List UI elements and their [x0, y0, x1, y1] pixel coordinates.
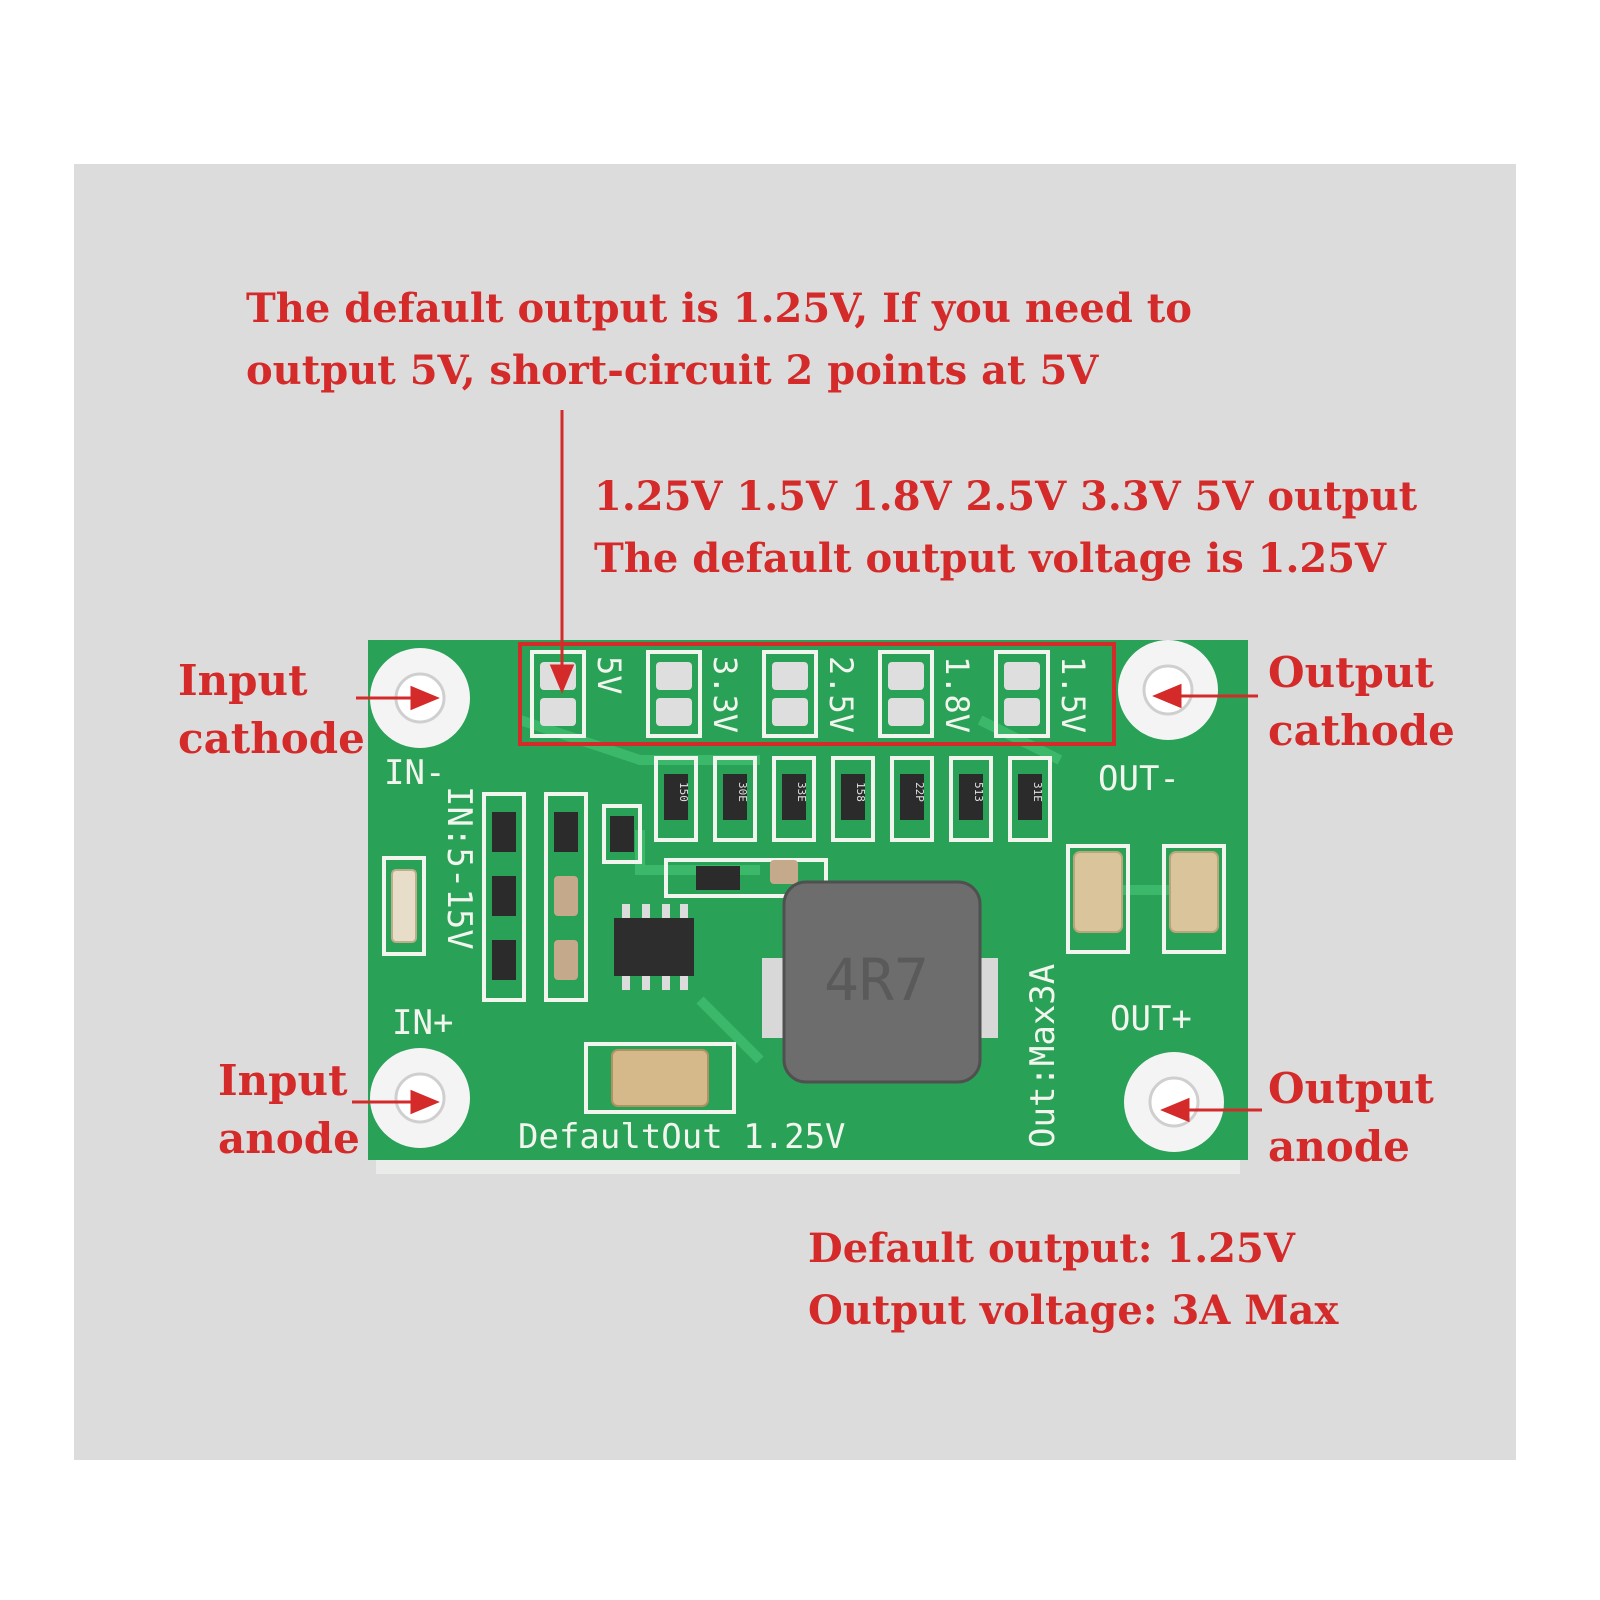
resistor: [664, 774, 688, 820]
arrow-input-anode-head: [410, 1089, 440, 1115]
ic-chip: [614, 904, 694, 990]
silk-max-current: Out:Max3A: [1023, 964, 1063, 1148]
resistor: [959, 774, 983, 820]
voltage-pad-label: 3.3V: [706, 656, 744, 733]
resistor-outline: [713, 756, 757, 842]
voltage-pad: [656, 698, 692, 726]
label-output-anode: Output anode: [1268, 1060, 1434, 1176]
resistor-outline: [890, 756, 934, 842]
label-line: Input: [218, 1056, 348, 1105]
arrow-5v-pad-head: [549, 664, 575, 694]
capacitor-small: [770, 860, 798, 884]
voltage-pad: [888, 698, 924, 726]
voltage-pad: [1004, 698, 1040, 726]
resistor-code: 158: [854, 782, 867, 802]
left-components: [382, 792, 642, 1002]
voltage-pad: [540, 698, 576, 726]
resistor-code: 33E: [795, 782, 808, 802]
resistor: [900, 774, 924, 820]
mounting-hole-out-plus: [1124, 1052, 1224, 1152]
pcb-board-edge: [376, 1160, 1240, 1174]
resistor-code: 31E: [1031, 782, 1044, 802]
voltage-pad: [888, 662, 924, 690]
voltage-pad-outline: [878, 650, 934, 738]
label-line: cathode: [178, 714, 365, 763]
input-capacitor: [584, 1042, 736, 1114]
resistor-code: 22P: [913, 782, 926, 802]
voltage-pad-label: 2.5V: [822, 656, 860, 733]
label-input-cathode: Input cathode: [178, 652, 365, 768]
resistor-row: 150 30E 33E 158 22P 513 31E: [654, 756, 1052, 842]
annotation-arrows: [352, 410, 1262, 1123]
resistor: [723, 774, 747, 820]
top-note-line: output 5V, short-circuit 2 points at 5V: [246, 347, 1099, 394]
label-output-cathode: Output cathode: [1268, 644, 1455, 760]
bottom-note-line: Output voltage: 3A Max: [808, 1287, 1339, 1334]
voltage-pad-outline: [646, 650, 702, 738]
label-line: Output: [1268, 648, 1434, 697]
silk-out-plus: OUT+: [1110, 999, 1192, 1039]
silk-default-out: DefaultOut 1.25V: [518, 1117, 846, 1157]
voltage-pad: [656, 662, 692, 690]
voltage-note: 1.25V 1.5V 1.8V 2.5V 3.3V 5V output The …: [594, 466, 1417, 590]
inductor: [762, 880, 998, 1084]
voltage-pad: [772, 662, 808, 690]
label-line: Output: [1268, 1064, 1434, 1113]
top-note-line: The default output is 1.25V, If you need…: [246, 285, 1192, 332]
silk-in-plus: IN+: [392, 1003, 453, 1043]
resistor-code: 150: [677, 782, 690, 802]
resistor-outline: [949, 756, 993, 842]
top-note: The default output is 1.25V, If you need…: [246, 278, 1192, 402]
output-capacitors: [1066, 844, 1226, 954]
resistor: [1018, 774, 1042, 820]
bottom-note-line: Default output: 1.25V: [808, 1225, 1295, 1272]
voltage-note-line: 1.25V 1.5V 1.8V 2.5V 3.3V 5V output: [594, 473, 1418, 520]
voltage-pad-label: 1.8V: [938, 656, 976, 733]
voltage-pad-outline: [994, 650, 1050, 738]
resistor-outline: [664, 858, 828, 898]
resistor-small: [696, 866, 740, 890]
resistor: [782, 774, 806, 820]
resistor-outline: [831, 756, 875, 842]
label-input-anode: Input anode: [218, 1052, 360, 1168]
label-line: Input: [178, 656, 308, 705]
voltage-pad: [772, 698, 808, 726]
voltage-pads-highlight: [518, 642, 1116, 746]
silk-input-range: IN:5-15V: [439, 786, 479, 950]
voltage-pad: [1004, 662, 1040, 690]
arrow-output-cathode-head: [1152, 683, 1182, 709]
voltage-pad-outline: [530, 650, 586, 738]
resistor-outline: [772, 756, 816, 842]
label-line: anode: [218, 1114, 360, 1163]
resistor: [841, 774, 865, 820]
arrow-output-anode-head: [1160, 1097, 1190, 1123]
silk-in-minus: IN-: [384, 753, 445, 793]
voltage-pad-label: 5V: [590, 656, 628, 695]
label-line: anode: [1268, 1122, 1410, 1171]
arrow-input-cathode-head: [410, 685, 440, 711]
voltage-pad-outline: [762, 650, 818, 738]
voltage-pad-label: 1.5V: [1054, 656, 1092, 733]
resistor-code: 30E: [736, 782, 749, 802]
resistor-outline: [1008, 756, 1052, 842]
label-line: cathode: [1268, 706, 1455, 755]
inductor-code: 4R7: [824, 946, 929, 1014]
silk-out-minus: OUT-: [1098, 759, 1180, 799]
voltage-note-line: The default output voltage is 1.25V: [594, 535, 1387, 582]
bottom-note: Default output: 1.25V Output voltage: 3A…: [808, 1218, 1338, 1342]
resistor-outline: [654, 756, 698, 842]
resistor-code: 513: [972, 782, 985, 802]
